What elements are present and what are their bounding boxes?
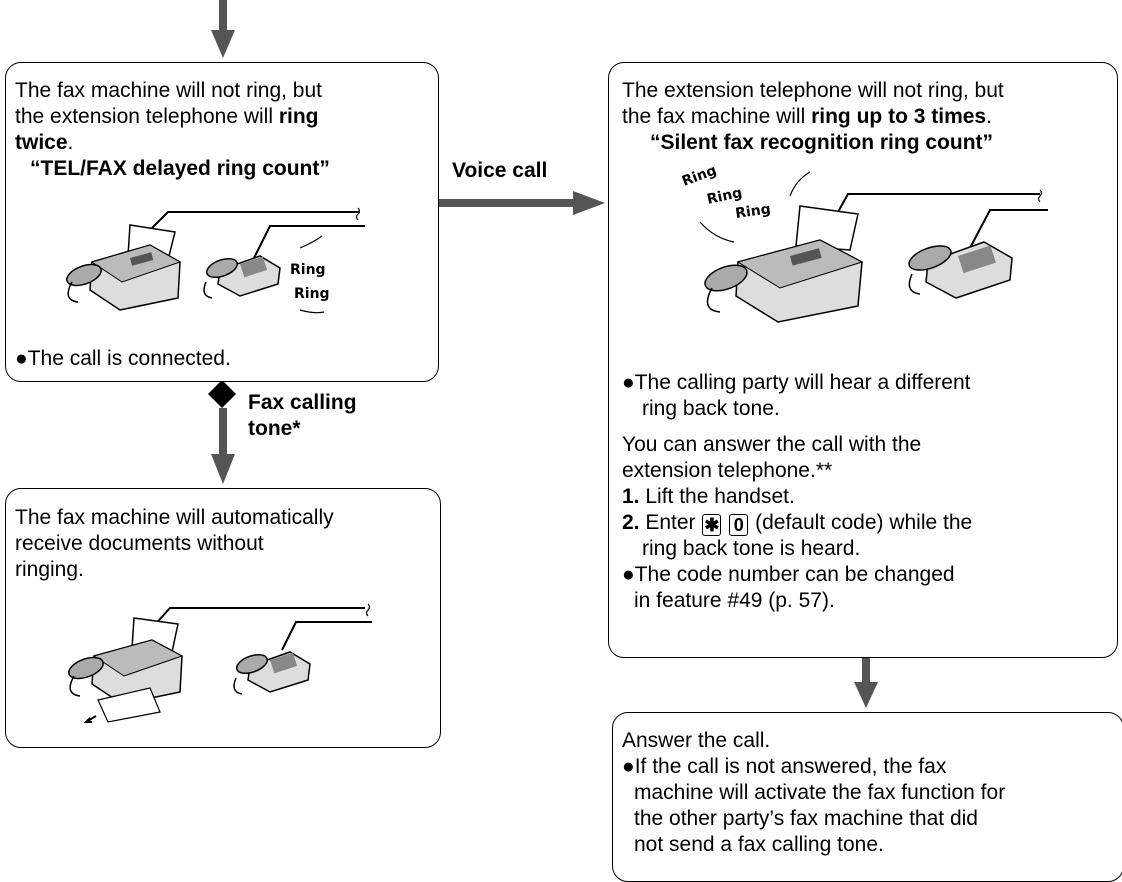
answer-bullet-line1: ●If the call is not answered, the fax [622, 755, 947, 778]
answer-bullet-line3: the other party’s fax machine that did [634, 807, 978, 830]
star-key-icon: ✱ [702, 514, 722, 536]
answer-call-title: Answer the call. [622, 729, 771, 752]
bullet-different-ring-back-tone-2: ring back tone. [642, 397, 780, 420]
answer-extension-line1: You can answer the call with the [622, 433, 922, 456]
bullet-call-connected: ●The call is connected. [15, 347, 231, 370]
setting-tel-fax-delayed-ring-count: “TEL/FAX delayed ring count” [30, 157, 330, 180]
step-1: 1. Lift the handset. [622, 485, 795, 508]
box-right-line1: The extension telephone will not ring, b… [622, 79, 1004, 102]
fax-machine-icon [66, 224, 182, 311]
box-fax-line2: receive documents without [15, 532, 264, 555]
arrow-down-fax-tone [211, 454, 235, 484]
box-left-line1: The fax machine will not ring, but [15, 79, 322, 102]
box-left-line3: twice. [15, 131, 74, 154]
extension-telephone-icon [233, 651, 311, 695]
step-2-line2: ring back tone is heard. [642, 537, 861, 560]
label-voice-call: Voice call [452, 159, 548, 182]
box-right-line2: the fax machine will ring up to 3 times. [622, 105, 992, 128]
arrow-right-voice-call [573, 191, 605, 215]
ring-label: Ring [706, 185, 744, 208]
label-fax-calling-tone-1: Fax calling [248, 391, 357, 414]
fax-machine-icon [68, 617, 184, 723]
box-fax-line3: ringing. [15, 558, 84, 581]
extension-telephone-icon [908, 241, 1013, 299]
box-voice-call-left [5, 62, 439, 382]
arrow-down-top [211, 30, 235, 58]
ring-label: Ring [290, 262, 326, 278]
ring-label: Ring [680, 163, 719, 190]
bullet-code-number-2: in feature #49 (p. 57). [634, 589, 835, 612]
setting-silent-fax-recognition-ring-count: “Silent fax recognition ring count” [650, 131, 994, 154]
box-fax-line1: The fax machine will automatically [15, 506, 334, 529]
answer-bullet-line2: machine will activate the fax function f… [634, 781, 1006, 804]
arrow-down-answer [854, 682, 878, 708]
box-fax-receive [5, 488, 441, 748]
box-voice-call-right [608, 62, 1118, 658]
answer-bullet-line4: not send a fax calling tone. [634, 833, 884, 856]
decision-diamond [208, 380, 236, 408]
ring-label: Ring [734, 201, 771, 222]
label-fax-calling-tone-2: tone* [248, 417, 301, 440]
bullet-code-number-1: ●The code number can be changed [622, 563, 955, 586]
bullet-different-ring-back-tone-1: ●The calling party will hear a different [622, 371, 971, 394]
step-2: 2. Enter ✱ 0 (default code) while the [622, 511, 973, 536]
zero-key-icon: 0 [729, 514, 749, 536]
fax-machine-icon [704, 205, 864, 323]
box-left-line2: the extension telephone will ring [15, 105, 319, 128]
ring-label: Ring [294, 286, 330, 302]
answer-extension-line2: extension telephone.** [622, 459, 833, 482]
extension-telephone-icon [203, 255, 281, 299]
box-answer-call [612, 712, 1122, 882]
